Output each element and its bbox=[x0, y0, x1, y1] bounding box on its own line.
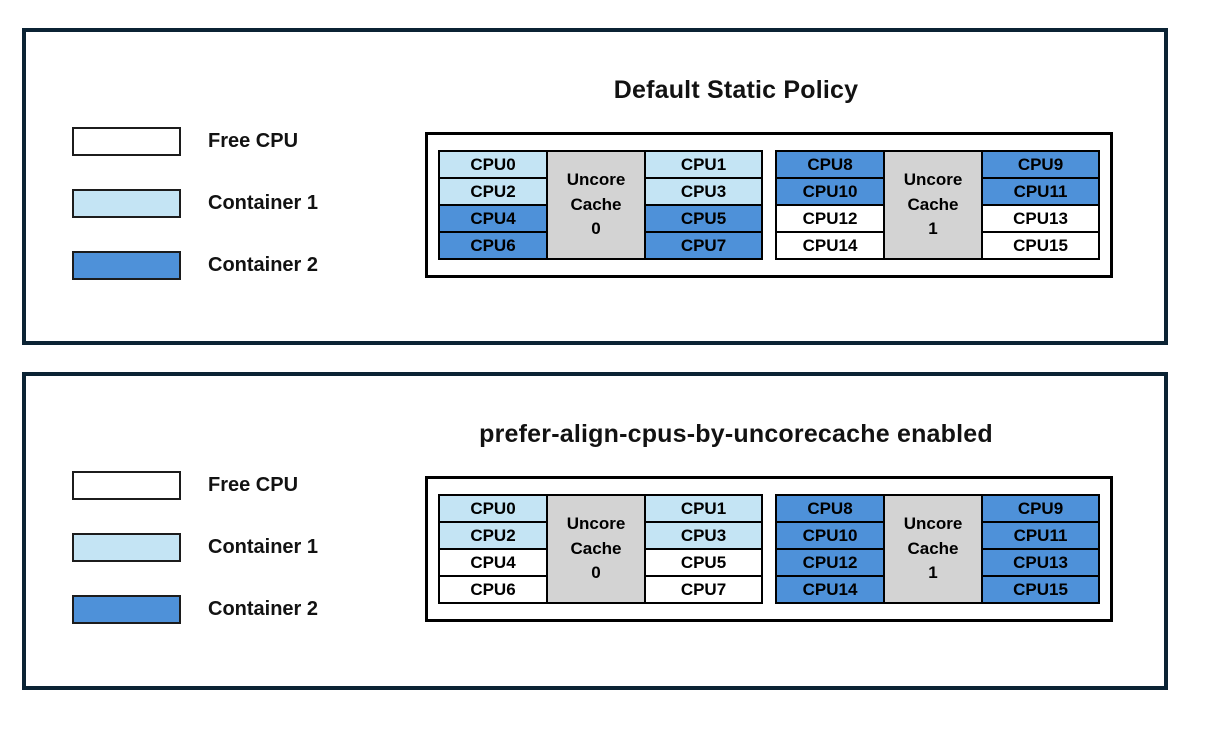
cpu-column-right: CPU1 CPU3 CPU5 CPU7 bbox=[644, 150, 763, 260]
panel-prefer-align-cpus-by-uncorecache: prefer-align-cpus-by-uncorecache enabled… bbox=[22, 372, 1168, 690]
cpu-cell: CPU14 bbox=[775, 575, 885, 604]
cpu-cell: CPU7 bbox=[644, 575, 763, 604]
cpu-cell: CPU14 bbox=[775, 231, 885, 260]
cpu-cell: CPU12 bbox=[775, 204, 885, 233]
legend-item-container-2: Container 2 bbox=[72, 250, 318, 280]
cpu-cell: CPU12 bbox=[775, 548, 885, 577]
panel-default-static-policy: Default Static Policy Free CPU Container… bbox=[22, 28, 1168, 345]
uncore-group-1: CPU8 CPU10 CPU12 CPU14 Uncore Cache 1 CP… bbox=[775, 494, 1100, 604]
cpu-cell: CPU4 bbox=[438, 204, 548, 233]
uncore-group-1: CPU8 CPU10 CPU12 CPU14 Uncore Cache 1 CP… bbox=[775, 150, 1100, 260]
cpu-cell: CPU9 bbox=[981, 494, 1100, 523]
cpu-cell: CPU10 bbox=[775, 521, 885, 550]
cpu-cell: CPU7 bbox=[644, 231, 763, 260]
legend-label: Free CPU bbox=[208, 473, 299, 496]
cpu-cell: CPU4 bbox=[438, 548, 548, 577]
legend-item-container-2: Container 2 bbox=[72, 594, 318, 624]
cpu-cell: CPU6 bbox=[438, 231, 548, 260]
cpu-cell: CPU5 bbox=[644, 204, 763, 233]
cpu-topology-diagram: CPU0 CPU2 CPU4 CPU6 Uncore Cache 0 CPU1 … bbox=[425, 132, 1113, 278]
cpu-cell: CPU1 bbox=[644, 494, 763, 523]
uncore-group-0: CPU0 CPU2 CPU4 CPU6 Uncore Cache 0 CPU1 … bbox=[438, 494, 763, 604]
cpu-cell: CPU8 bbox=[775, 150, 885, 179]
uncore-cache-cell: Uncore Cache 0 bbox=[546, 494, 646, 604]
cpu-cell: CPU9 bbox=[981, 150, 1100, 179]
cpu-column-right: CPU9 CPU11 CPU13 CPU15 bbox=[981, 494, 1100, 604]
legend: Free CPU Container 1 Container 2 bbox=[72, 126, 318, 312]
uncore-group-0: CPU0 CPU2 CPU4 CPU6 Uncore Cache 0 CPU1 … bbox=[438, 150, 763, 260]
legend-label: Free CPU bbox=[208, 129, 299, 152]
cpu-column-left: CPU8 CPU10 CPU12 CPU14 bbox=[775, 494, 885, 604]
cpu-column-left: CPU0 CPU2 CPU4 CPU6 bbox=[438, 150, 548, 260]
legend-item-free-cpu: Free CPU bbox=[72, 470, 318, 500]
panel-title: prefer-align-cpus-by-uncorecache enabled bbox=[479, 420, 993, 448]
cpu-cell: CPU0 bbox=[438, 150, 548, 179]
legend-swatch-free-cpu bbox=[72, 126, 181, 156]
legend-item-container-1: Container 1 bbox=[72, 188, 318, 218]
cpu-cell: CPU2 bbox=[438, 177, 548, 206]
legend-swatch-container-1 bbox=[72, 532, 181, 562]
legend-item-container-1: Container 1 bbox=[72, 532, 318, 562]
cpu-column-right: CPU9 CPU11 CPU13 CPU15 bbox=[981, 150, 1100, 260]
cpu-cell: CPU3 bbox=[644, 177, 763, 206]
panel-title: Default Static Policy bbox=[613, 76, 859, 104]
cpu-cell: CPU13 bbox=[981, 548, 1100, 577]
legend-item-free-cpu: Free CPU bbox=[72, 126, 318, 156]
uncore-cache-cell: Uncore Cache 0 bbox=[546, 150, 646, 260]
legend-label: Container 2 bbox=[208, 253, 319, 276]
cpu-cell: CPU8 bbox=[775, 494, 885, 523]
legend-swatch-free-cpu bbox=[72, 470, 181, 500]
cpu-cell: CPU11 bbox=[981, 177, 1100, 206]
cpu-cell: CPU1 bbox=[644, 150, 763, 179]
legend-label: Container 1 bbox=[208, 535, 319, 558]
uncore-cache-cell: Uncore Cache 1 bbox=[883, 494, 983, 604]
legend-label: Container 1 bbox=[208, 191, 319, 214]
cpu-column-left: CPU8 CPU10 CPU12 CPU14 bbox=[775, 150, 885, 260]
cpu-column-right: CPU1 CPU3 CPU5 CPU7 bbox=[644, 494, 763, 604]
cpu-topology-diagram: CPU0 CPU2 CPU4 CPU6 Uncore Cache 0 CPU1 … bbox=[425, 476, 1113, 622]
legend-swatch-container-2 bbox=[72, 594, 181, 624]
cpu-cell: CPU5 bbox=[644, 548, 763, 577]
cpu-column-left: CPU0 CPU2 CPU4 CPU6 bbox=[438, 494, 548, 604]
cpu-cell: CPU3 bbox=[644, 521, 763, 550]
cpu-cell: CPU15 bbox=[981, 575, 1100, 604]
legend: Free CPU Container 1 Container 2 bbox=[72, 470, 318, 656]
legend-swatch-container-2 bbox=[72, 250, 181, 280]
cpu-cell: CPU13 bbox=[981, 204, 1100, 233]
legend-label: Container 2 bbox=[208, 597, 319, 620]
uncore-cache-cell: Uncore Cache 1 bbox=[883, 150, 983, 260]
cpu-cell: CPU0 bbox=[438, 494, 548, 523]
cpu-cell: CPU11 bbox=[981, 521, 1100, 550]
cpu-cell: CPU15 bbox=[981, 231, 1100, 260]
cpu-cell: CPU6 bbox=[438, 575, 548, 604]
cpu-cell: CPU10 bbox=[775, 177, 885, 206]
legend-swatch-container-1 bbox=[72, 188, 181, 218]
cpu-cell: CPU2 bbox=[438, 521, 548, 550]
